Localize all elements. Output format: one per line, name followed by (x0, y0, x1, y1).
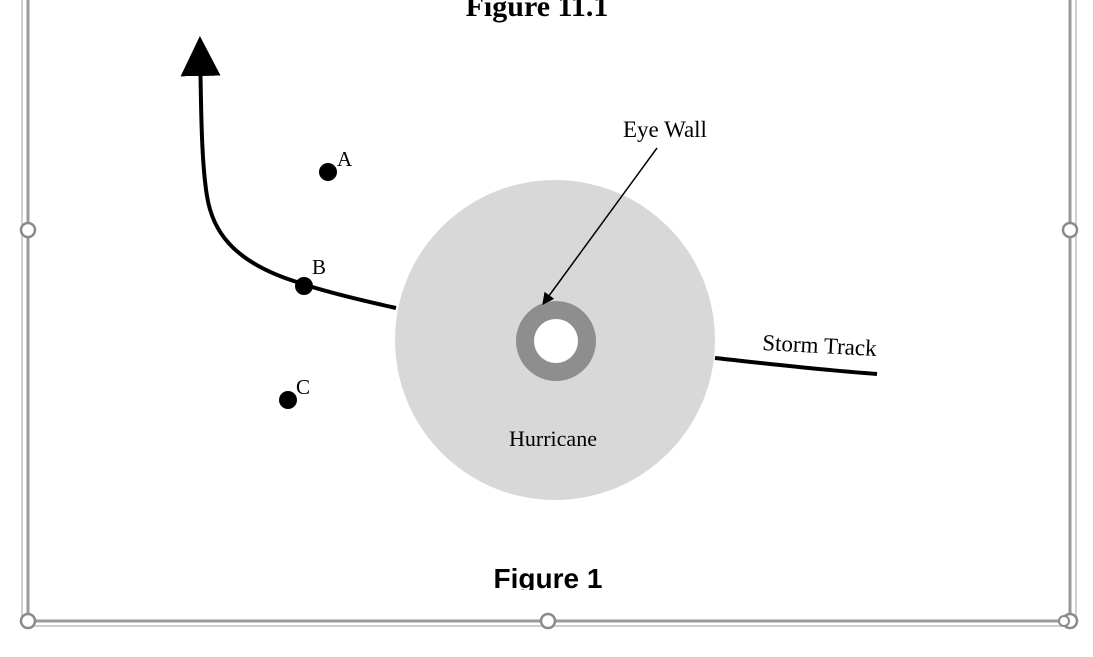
storm-track-label: Storm Track (762, 330, 878, 361)
resize-handle-bottom-left[interactable] (19, 612, 37, 630)
point-c-marker (279, 391, 297, 409)
point-b-label: B (312, 255, 326, 279)
point-a-label: A (337, 147, 353, 171)
eye-wall-pointer-arrow (542, 147, 658, 305)
point-b-marker (295, 277, 313, 295)
resize-handle-middle-right[interactable] (1061, 221, 1079, 239)
resize-handle-middle-left[interactable] (19, 221, 37, 239)
resize-handle-bottom-center[interactable] (539, 612, 557, 630)
figure-bottom-caption: Figure 1 (494, 563, 603, 594)
eye-wall-label: Eye Wall (623, 117, 707, 142)
figure-top-caption: Figure 11.1 (466, 0, 609, 23)
hurricane-eye (534, 319, 578, 363)
point-c-label: C (296, 375, 310, 399)
point-a-marker (319, 163, 337, 181)
resize-handle-bottom-right-inner[interactable] (1058, 615, 1070, 627)
storm-track-line (714, 356, 878, 376)
hurricane-label: Hurricane (509, 426, 597, 451)
recurving-storm-path (180, 36, 397, 310)
